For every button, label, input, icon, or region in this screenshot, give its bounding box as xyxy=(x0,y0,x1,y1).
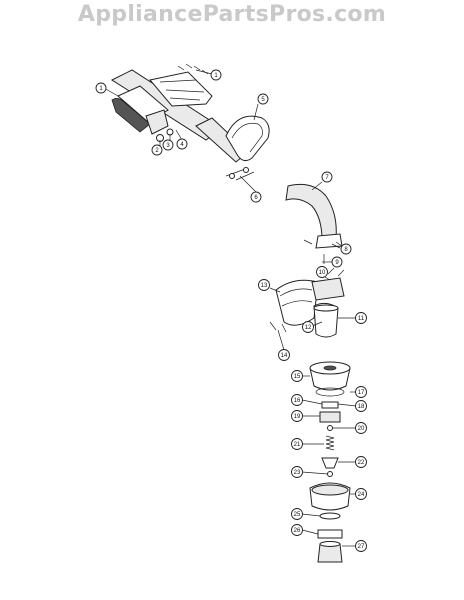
callout-label: 23 xyxy=(294,470,301,476)
callout-label: 4 xyxy=(180,142,184,148)
callout-7: 7 xyxy=(321,171,333,183)
callout-label: 14 xyxy=(281,353,288,359)
upper-shaft-assembly xyxy=(110,63,223,142)
callout-25: 25 xyxy=(291,508,303,520)
callout-9: 9 xyxy=(331,256,343,268)
callout-11: 11 xyxy=(355,312,367,324)
gearhead-guard xyxy=(269,267,345,338)
leader-lines xyxy=(103,69,357,547)
callout-label: 12 xyxy=(305,325,312,331)
callout-4: 4 xyxy=(176,138,188,150)
callout-label: 2 xyxy=(155,148,159,154)
callout-16: 16 xyxy=(291,394,303,406)
callout-label: 13 xyxy=(261,283,268,289)
callout-label: 7 xyxy=(325,175,329,181)
callout-17: 17 xyxy=(355,386,367,398)
callout-label: 18 xyxy=(358,404,365,410)
callout-label: 1 xyxy=(214,73,218,79)
bump-head-parts xyxy=(309,361,351,563)
callout-26: 26 xyxy=(291,524,303,536)
callout-label: 25 xyxy=(294,512,301,518)
callout-23: 23 xyxy=(291,466,303,478)
watermark-logo: AppliancePartsPros.com xyxy=(77,2,387,27)
callout-22: 22 xyxy=(355,456,367,468)
lower-shaft xyxy=(285,183,343,264)
callout-label: 3 xyxy=(166,143,170,149)
callout-label: 15 xyxy=(294,374,301,380)
callout-19: 19 xyxy=(291,410,303,422)
callout-18: 18 xyxy=(355,400,367,412)
callout-label: 19 xyxy=(294,414,301,420)
callout-10: 10 xyxy=(316,266,328,278)
callout-label: 1 xyxy=(99,86,103,92)
callout-1-a: 1 xyxy=(95,82,107,94)
callout-27: 27 xyxy=(355,540,367,552)
callout-13: 13 xyxy=(258,279,270,291)
callout-6: 6 xyxy=(250,191,262,203)
callout-label: 6 xyxy=(254,195,258,201)
callout-20: 20 xyxy=(355,422,367,434)
callout-24: 24 xyxy=(355,488,367,500)
callout-label: 11 xyxy=(358,316,365,322)
callout-label: 26 xyxy=(294,528,301,534)
callout-label: 10 xyxy=(319,270,326,276)
callout-15: 15 xyxy=(291,370,303,382)
callout-label: 21 xyxy=(294,442,301,448)
callout-8: 8 xyxy=(340,243,352,255)
callout-5: 5 xyxy=(257,93,269,105)
callout-21: 21 xyxy=(291,438,303,450)
callout-label: 27 xyxy=(358,544,365,550)
callout-label: 8 xyxy=(344,247,348,253)
callout-14: 14 xyxy=(278,349,290,361)
callout-1-b: 1 xyxy=(210,69,222,81)
callout-label: 24 xyxy=(358,492,365,498)
callout-12: 12 xyxy=(302,321,314,333)
callout-label: 17 xyxy=(358,390,365,396)
callout-3: 3 xyxy=(162,139,174,151)
callout-label: 5 xyxy=(261,97,265,103)
callout-label: 20 xyxy=(358,426,365,432)
callout-label: 9 xyxy=(335,260,339,266)
callout-2: 2 xyxy=(151,144,163,156)
callout-label: 16 xyxy=(294,398,301,404)
mid-shaft xyxy=(195,115,270,181)
callout-label: 22 xyxy=(358,460,365,466)
